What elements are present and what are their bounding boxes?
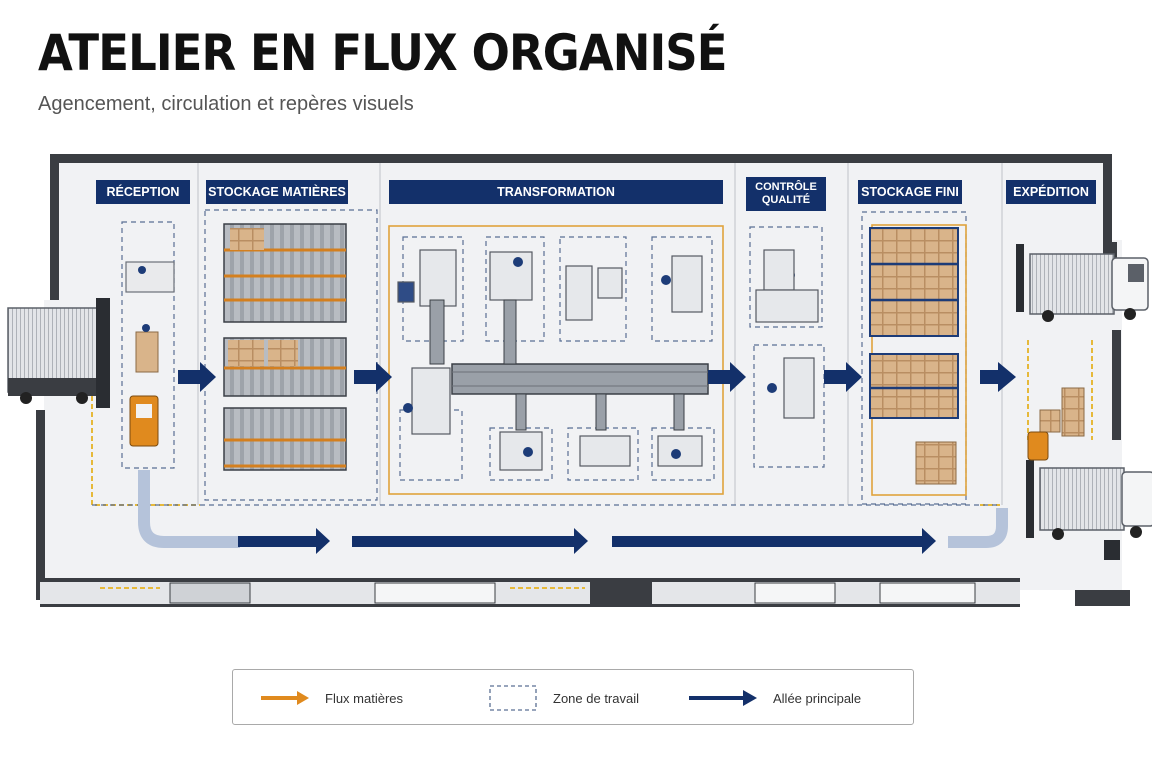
aisle-arrows [238,528,936,554]
main-aisle [138,470,1008,548]
legend-label-allee: Allée principale [773,690,862,706]
zone-label-transformation: TRANSFORMATION [389,180,723,204]
transformation-machines [397,249,703,471]
page-subtitle: Agencement, circulation et repères visue… [38,93,414,115]
orange-arrow-icon [261,691,309,705]
quality-stations [755,249,819,419]
zone-label-expedition: EXPÉDITION [1006,180,1096,204]
zone-label-reception: RÉCEPTION [96,180,190,204]
page-title: ATELIER EN FLUX ORGANISÉ [38,24,728,82]
finished-goods-racks [869,227,959,485]
zone-dividers [197,163,1003,505]
flow-arrows [178,362,1016,392]
outbound-truck-top [1016,244,1149,322]
inbound-truck [7,298,110,408]
zone-label-raw-storage: STOCKAGE MATIÈRES [206,180,348,204]
expedition-goods [1027,387,1085,461]
raw-material-racks [223,223,347,471]
factory-floor-plan [7,154,1152,607]
zone-label-finished-storage: STOCKAGE FINI [858,180,962,204]
bottom-wall [40,578,1130,607]
legend: Flux matières Zone de travail Allée prin… [232,669,914,725]
zone-label-quality-control: CONTRÔLE QUALITÉ [746,177,826,211]
reception-equipment [125,261,175,447]
legend-label-flux: Flux matières [325,690,404,706]
legend-item-flux: Flux matières [261,670,403,726]
dashed-box-icon [489,685,537,711]
legend-item-zone: Zone de travail [489,670,639,726]
outbound-truck-bottom [1026,460,1152,560]
legend-item-allee: Allée principale [689,670,861,726]
navy-arrow-icon [689,690,757,706]
legend-label-zone: Zone de travail [553,690,639,706]
